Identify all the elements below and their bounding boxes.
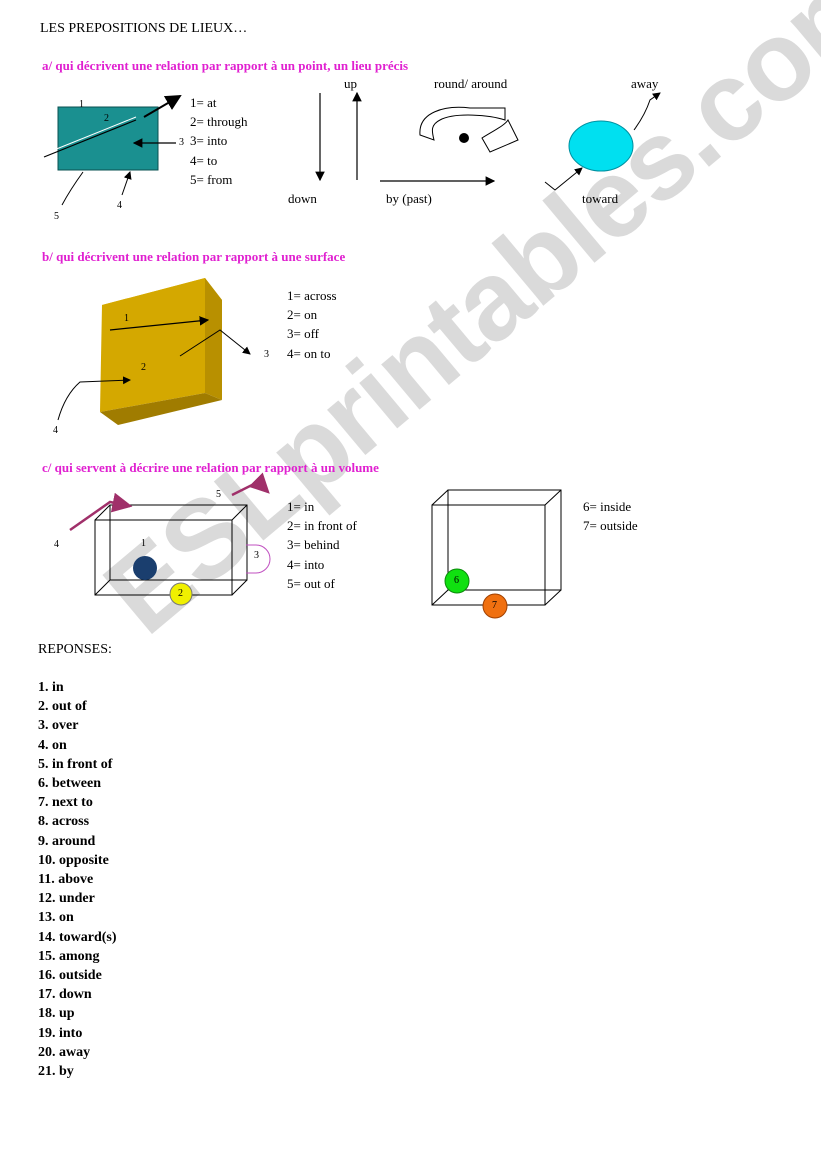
legend-c-right: 6= inside 7= outside: [583, 499, 638, 534]
list-item: 7. next to: [38, 795, 93, 811]
list-item: 1. in: [38, 680, 64, 695]
answer-list: 1. in 2. out of 3. over 4. on 5. in fron…: [38, 678, 117, 1081]
fig-b-num-3: 3: [264, 349, 269, 360]
gold-box-figure: [57, 278, 251, 425]
list-item: 15. among: [38, 948, 100, 964]
label-toward: toward: [582, 191, 619, 206]
list-item: 2. out of: [38, 699, 87, 715]
list-item: 5. in front of: [38, 756, 113, 772]
legend-b: 1= across 2= on 3= off 4= on to: [287, 288, 337, 361]
wire-box-right: [431, 489, 562, 606]
list-item: 20. away: [38, 1044, 91, 1060]
teal-box-figure: [43, 94, 182, 206]
section-b-heading: b/ qui décrivent une relation par rappor…: [42, 249, 346, 264]
yellow-ball: [169, 582, 193, 606]
list-item: 18. up: [38, 1006, 75, 1022]
away-arrow: [633, 92, 661, 131]
fig-b-num-1: 1: [124, 313, 129, 324]
fig-a-num-5: 5: [54, 211, 59, 222]
list-item: 4. on: [38, 737, 67, 753]
orange-ball: [482, 593, 508, 619]
list-item: 8. across: [38, 814, 90, 830]
list-item: 19. into: [38, 1025, 83, 1041]
list-item: 17. down: [38, 987, 92, 1003]
list-item: 14. toward(s): [38, 929, 117, 945]
fig-c-num-3: 3: [254, 550, 259, 561]
around-figure: [419, 106, 519, 153]
fig-a-num-3: 3: [179, 137, 184, 148]
page-title: LES PREPOSITIONS DE LIEUX…: [40, 21, 248, 36]
cyan-ellipse: [568, 120, 634, 172]
list-item: 9. around: [38, 833, 96, 849]
label-up: up: [344, 76, 357, 91]
list-item: 3. over: [38, 718, 79, 734]
fig-a-num-2: 2: [104, 113, 109, 124]
fig-c-num-1: 1: [141, 538, 146, 549]
legend-a: 1= at 2= through 3= into 4= to 5= from: [190, 95, 248, 187]
fig-a-num-1: 1: [79, 99, 84, 110]
navy-ball: [133, 556, 157, 580]
wire-box-left: [94, 504, 248, 596]
into-arrow: [69, 492, 133, 532]
label-down: down: [288, 191, 317, 206]
section-c-heading: c/ qui servent à décrire une relation pa…: [42, 460, 379, 475]
green-ball: [444, 568, 470, 594]
out-of-arrow: [231, 472, 270, 497]
fig-c-num-7: 7: [492, 600, 497, 611]
label-by-past: by (past): [386, 191, 432, 206]
section-a-heading: a/ qui décrivent une relation par rappor…: [42, 58, 409, 73]
fig-b-num-2: 2: [141, 362, 146, 373]
label-round-around: round/ around: [434, 76, 508, 91]
list-item: 11. above: [38, 872, 94, 888]
list-item: 21. by: [38, 1064, 74, 1080]
fig-c-num-6: 6: [454, 575, 459, 586]
reponses-label: REPONSES:: [38, 642, 112, 657]
list-item: 12. under: [38, 891, 95, 907]
behind-marker: [246, 544, 271, 574]
label-away: away: [631, 76, 659, 91]
toward-arrow: [544, 167, 583, 191]
list-item: 16. outside: [38, 968, 102, 984]
fig-b-num-4: 4: [53, 425, 58, 436]
legend-c-left: 1= in 2= in front of 3= behind 4= into 5…: [287, 499, 357, 591]
list-item: 10. opposite: [38, 852, 109, 868]
fig-c-num-2: 2: [178, 588, 183, 599]
fig-a-num-4: 4: [117, 200, 122, 211]
list-item: 13. on: [38, 910, 74, 926]
fig-c-num-5: 5: [216, 489, 221, 500]
fig-c-num-4: 4: [54, 539, 59, 550]
list-item: 6. between: [38, 776, 101, 792]
